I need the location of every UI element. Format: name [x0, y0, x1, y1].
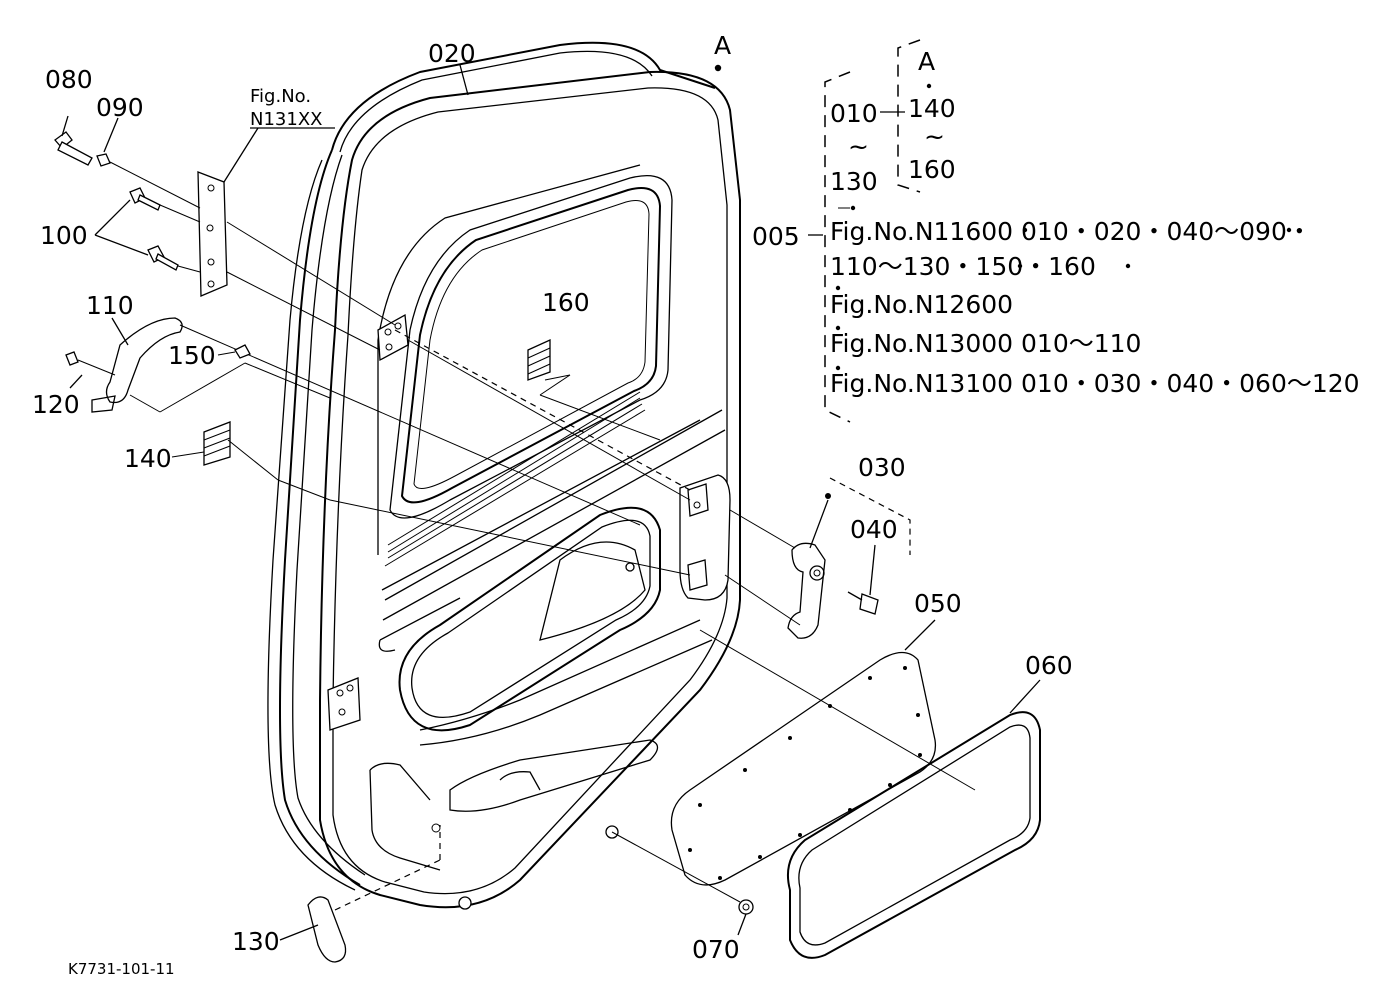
group-tilde: ~: [848, 132, 869, 161]
label-130: 130: [232, 927, 280, 956]
label-120: 120: [32, 390, 80, 419]
figref-line1: Fig.No.: [250, 86, 311, 107]
leader-140: [171, 451, 205, 458]
label-040: 040: [850, 515, 898, 544]
door-handle-030-shape: [724, 477, 911, 639]
label-005: 005: [752, 222, 800, 251]
figref-line2: N131XX: [250, 109, 322, 130]
label-point-a: A: [714, 31, 731, 60]
note-line-2: 110～130・150・160: [830, 252, 1096, 281]
group-braces: [808, 39, 1292, 423]
leader-160: [544, 374, 571, 381]
door-panel: [319, 70, 741, 910]
door-seal-outline: [267, 41, 716, 891]
label-020: 020: [428, 39, 476, 68]
label-150: 150: [168, 341, 216, 370]
group-range-to: 130: [830, 167, 878, 196]
trim-panel-050-shape: [670, 619, 976, 886]
bolt-100-shapes: [94, 187, 179, 271]
leader-160-b: [539, 374, 571, 396]
group-sub-from: 140: [908, 94, 956, 123]
decal-140-shape: [203, 421, 231, 466]
label-030: 030: [858, 453, 906, 482]
label-100: 100: [40, 221, 88, 250]
label-160: 160: [542, 288, 590, 317]
group-sub-to: 160: [908, 155, 956, 184]
note-line-4: Fig.No.N13000 010～110: [830, 329, 1141, 358]
label-060: 060: [1025, 651, 1073, 680]
point-a-marker: [714, 64, 722, 72]
label-110: 110: [86, 291, 134, 320]
clip-150-shape: [217, 344, 251, 359]
grab-handle-110-shape: [65, 317, 641, 526]
decal-160-shape: [527, 338, 551, 381]
leader-160-c: [539, 394, 661, 441]
group-range-from: 010: [830, 99, 878, 128]
group-sub-header: A: [918, 47, 935, 76]
leader-140-b: [227, 439, 279, 481]
window-seal-060-shape: [786, 679, 1041, 959]
label-070: 070: [692, 935, 740, 964]
drawing-code: K7731-101-11: [68, 960, 175, 978]
leader-lines-top: [109, 161, 691, 576]
label-080: 080: [45, 65, 93, 94]
pad-130-shape: [279, 825, 441, 963]
grommet-070-shape: [611, 831, 754, 936]
group-sub-tilde: ~: [924, 122, 945, 151]
nut-090-shape: [96, 117, 119, 167]
bolt-080-shape: [54, 115, 93, 166]
note-line-1: Fig.No.N11600 010・020・040～090・: [830, 217, 1312, 246]
label-090: 090: [96, 93, 144, 122]
label-050: 050: [914, 589, 962, 618]
hinge-bracket: [197, 127, 335, 297]
leader-020: [459, 64, 469, 96]
label-140: 140: [124, 444, 172, 473]
note-line-5: Fig.No.N13100 010・030・040・060～120: [830, 369, 1360, 398]
note-line-3: Fig.No.N12600: [830, 290, 1013, 319]
